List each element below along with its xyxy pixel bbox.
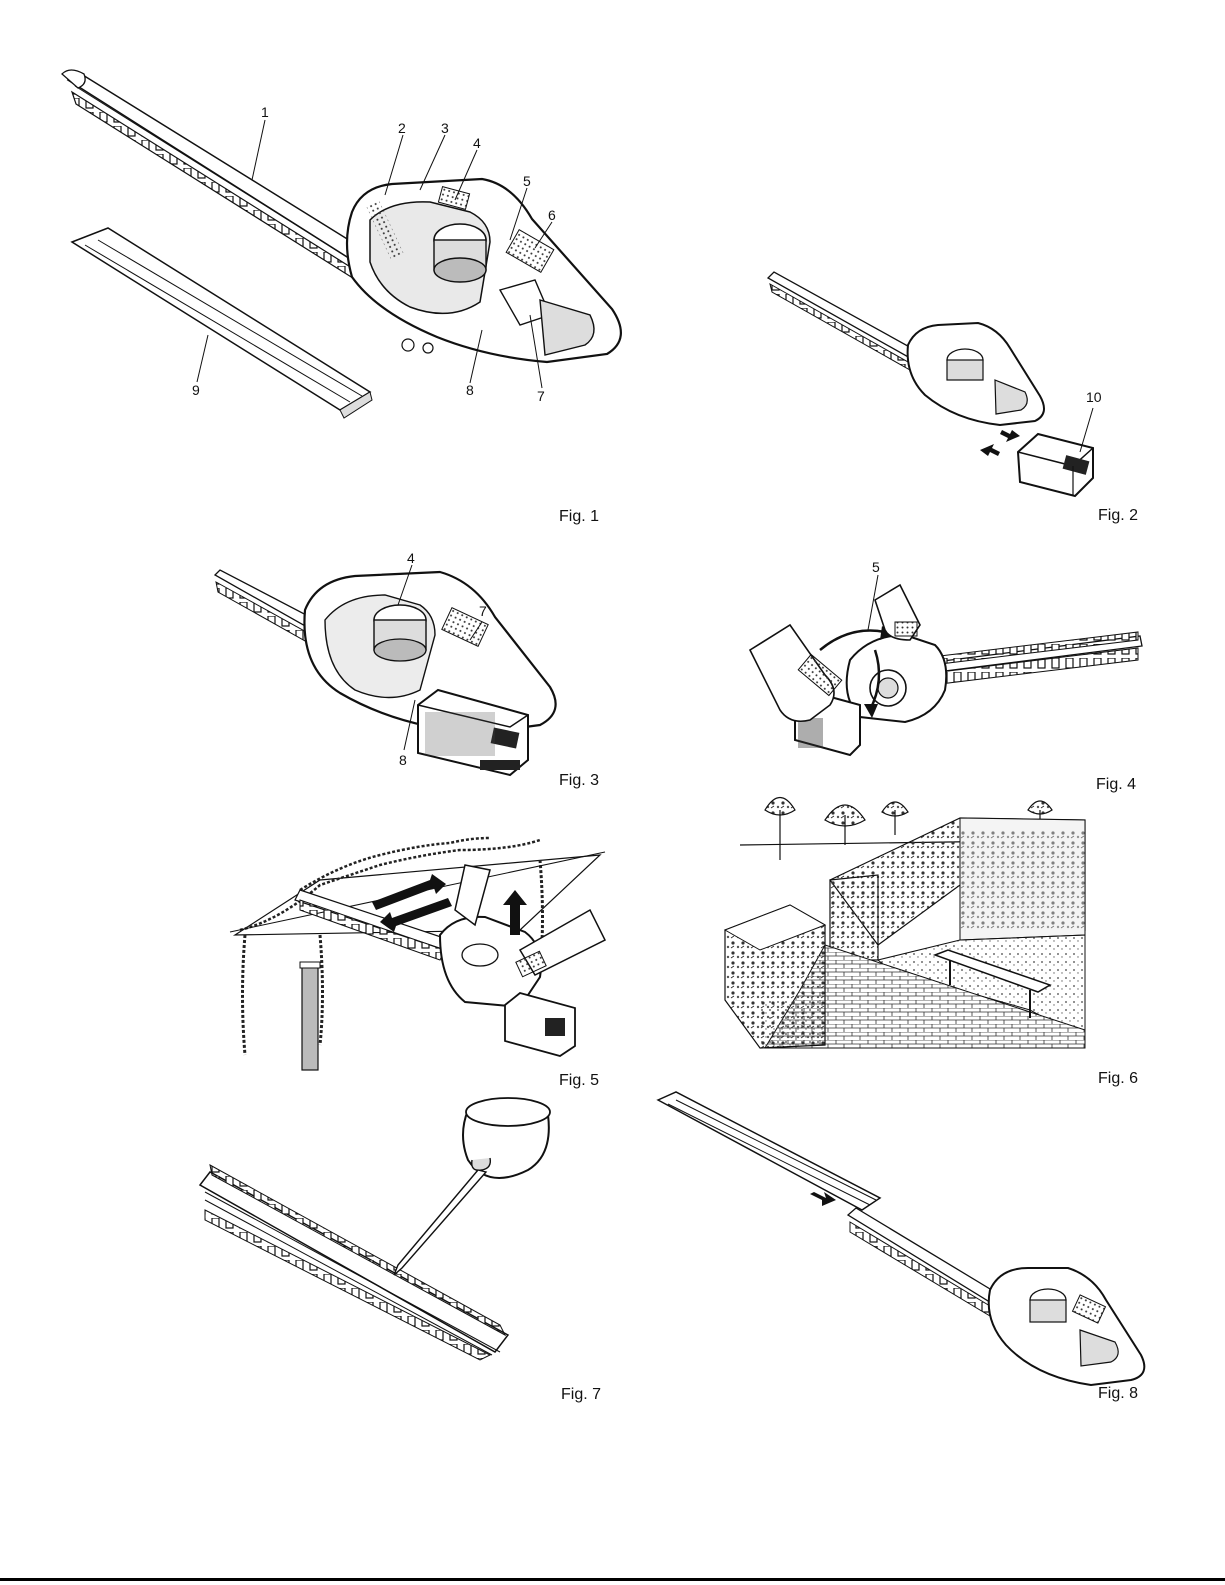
fig6-caption: Fig. 6 <box>1098 1070 1138 1088</box>
fig1-callout-2: 2 <box>398 120 406 136</box>
fig4-caption: Fig. 4 <box>1096 776 1136 794</box>
fig2-caption: Fig. 2 <box>1098 507 1138 525</box>
fig7-oil-can <box>394 1098 550 1275</box>
fig5-drawing <box>230 838 605 1070</box>
fig1-drawing <box>62 70 621 418</box>
fig2-drawing <box>768 272 1093 496</box>
fig4-callout-5: 5 <box>872 559 880 575</box>
fig3-callout-8: 8 <box>399 752 407 768</box>
fig7-drawing <box>200 1098 550 1360</box>
fig4-drawing <box>750 575 1142 755</box>
fig3-drawing <box>215 565 556 775</box>
fig1-caption: Fig. 1 <box>559 508 599 526</box>
page-bottom-rule <box>0 1578 1225 1581</box>
fig1-callout-8: 8 <box>466 382 474 398</box>
fig6-drawing <box>725 798 1085 1049</box>
fig1-callout-3: 3 <box>441 120 449 136</box>
fig3-caption: Fig. 3 <box>559 772 599 790</box>
fig1-callout-6: 6 <box>548 207 556 223</box>
fig1-callout-9: 9 <box>192 382 200 398</box>
fig1-callout-5: 5 <box>523 173 531 189</box>
fig8-caption: Fig. 8 <box>1098 1385 1138 1403</box>
fig2-battery-pack <box>1018 434 1093 496</box>
fig3-callout-7: 7 <box>479 603 487 619</box>
fig7-caption: Fig. 7 <box>561 1386 601 1404</box>
fig5-caption: Fig. 5 <box>559 1072 599 1090</box>
fig1-callout-1: 1 <box>261 104 269 120</box>
fig1-hedge-trimmer-body <box>347 179 621 362</box>
fig2-insert-arrows <box>980 430 1020 456</box>
fig3-callout-4: 4 <box>407 550 415 566</box>
fig2-callout-10: 10 <box>1086 389 1102 405</box>
fig8-drawing <box>658 1092 1144 1385</box>
fig1-callout-7: 7 <box>537 388 545 404</box>
fig1-callout-4: 4 <box>473 135 481 151</box>
